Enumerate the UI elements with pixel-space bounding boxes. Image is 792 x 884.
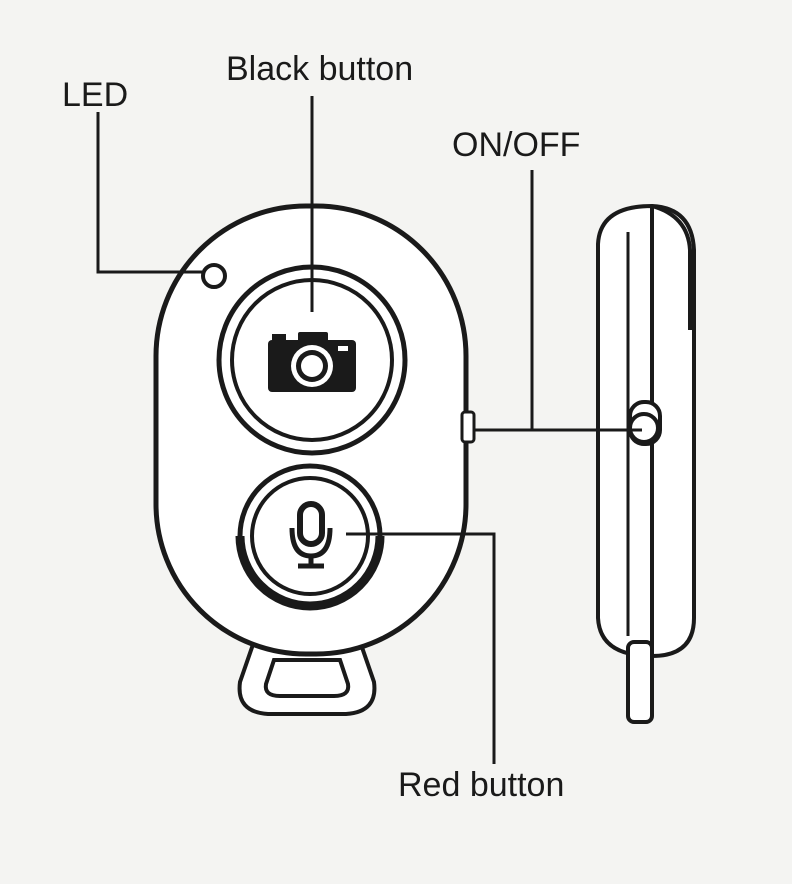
- led-leader-line: [96, 112, 202, 274]
- side-switch[interactable]: [628, 400, 662, 446]
- black-button-label: Black button: [226, 50, 414, 88]
- power-switch-nub[interactable]: [460, 410, 476, 444]
- side-lanyard-loop: [626, 640, 654, 724]
- led-label: LED: [62, 76, 129, 114]
- leader-lines: [96, 96, 642, 764]
- red-button-leader-line: [346, 532, 496, 764]
- red-button-label: Red button: [398, 766, 565, 804]
- red-button[interactable]: [235, 463, 385, 611]
- led-indicator: [201, 263, 227, 289]
- on-off-leader-line: [474, 170, 534, 432]
- camera-icon: [268, 332, 356, 392]
- microphone-icon: [289, 501, 333, 569]
- on-off-label: ON/OFF: [452, 126, 581, 164]
